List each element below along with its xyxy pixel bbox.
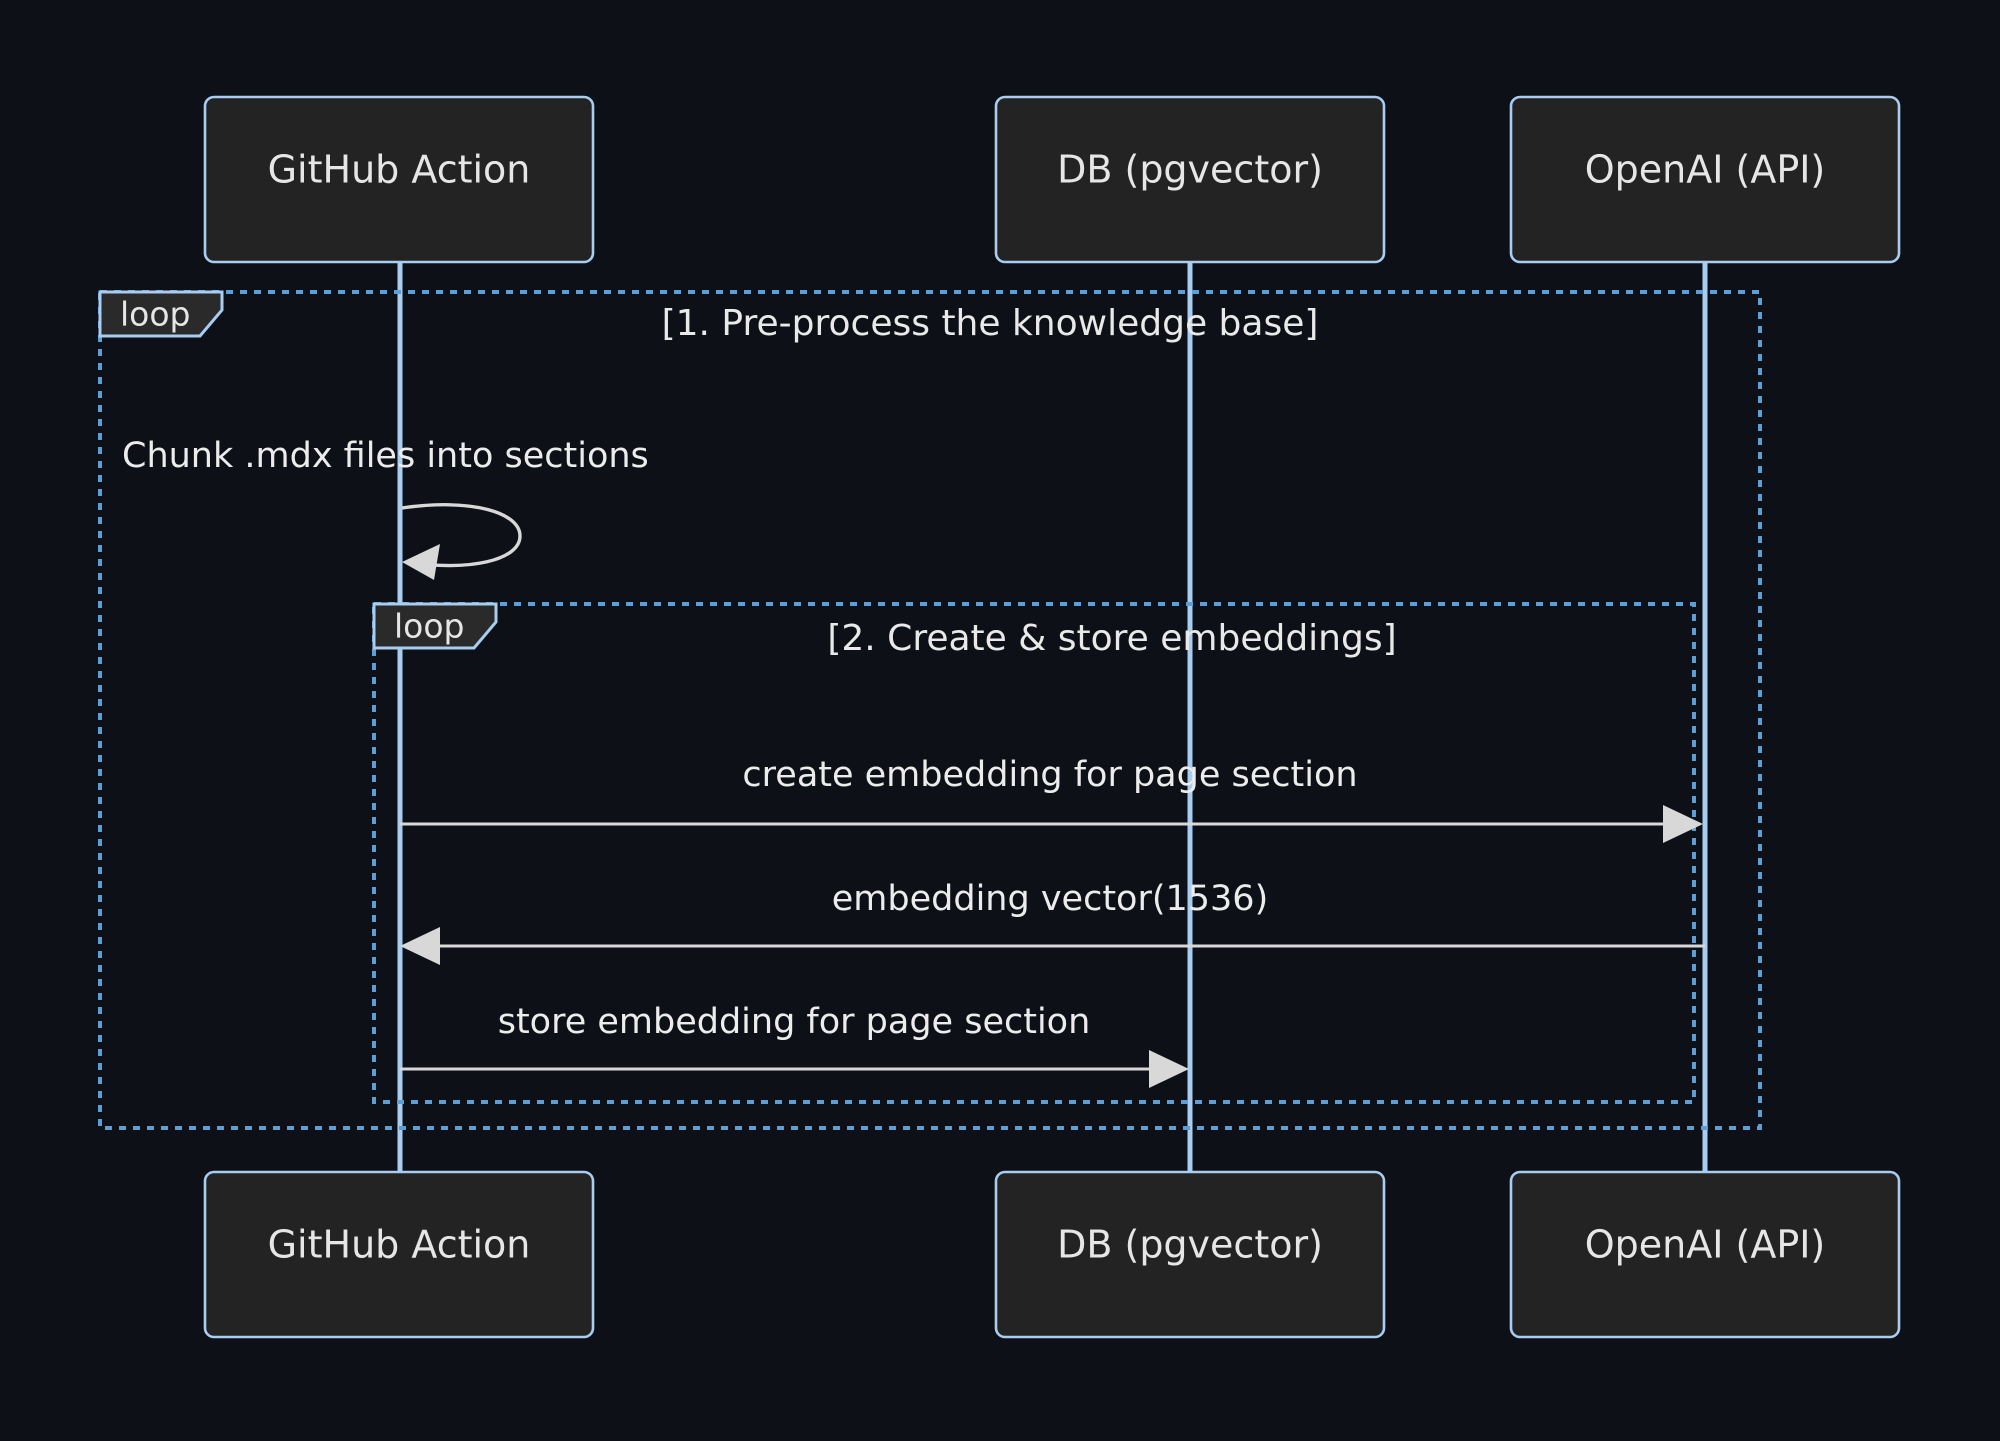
actor-db-top-label: DB (pgvector) xyxy=(1057,148,1323,192)
message-store-embedding: store embedding for page section xyxy=(400,1002,1189,1088)
frame-loop-outer-title: [1. Pre-process the knowledge base] xyxy=(662,303,1319,344)
message-store-embedding-label: store embedding for page section xyxy=(498,1002,1091,1042)
actor-db-top[interactable]: DB (pgvector) xyxy=(994,95,1386,264)
actor-gha-top-label: GitHub Action xyxy=(268,148,531,192)
actor-openai-bottom-box[interactable] xyxy=(1509,1170,1901,1339)
actor-openai-top[interactable]: OpenAI (API) xyxy=(1509,95,1901,264)
frame-loop-outer-tab xyxy=(98,290,224,338)
actor-gha-bottom-box[interactable] xyxy=(203,1170,595,1339)
frame-loop-outer: loop [1. Pre-process the knowledge base] xyxy=(98,290,1762,1130)
message-chunk-mdx-selfloop xyxy=(401,503,522,568)
message-chunk-mdx-label: Chunk .mdx files into sections xyxy=(122,436,649,476)
actor-db-bottom[interactable]: DB (pgvector) xyxy=(994,1170,1386,1339)
lifelines xyxy=(397,260,1708,1180)
frame-loop-inner-tab-label: loop xyxy=(394,607,465,646)
frame-loop-outer-tab-label: loop xyxy=(120,295,191,334)
message-create-embedding-arrowhead xyxy=(1663,805,1703,843)
message-store-embedding-arrowhead xyxy=(1149,1050,1189,1088)
actor-gha-bottom[interactable]: GitHub Action xyxy=(203,1170,595,1339)
frame-loop-inner-tab xyxy=(372,602,498,650)
message-embedding-vector-arrowhead xyxy=(400,927,440,965)
message-embedding-vector-label: embedding vector(1536) xyxy=(832,879,1268,919)
actor-openai-top-label: OpenAI (API) xyxy=(1585,148,1826,192)
message-create-embedding-label: create embedding for page section xyxy=(742,755,1357,795)
actor-db-bottom-label: DB (pgvector) xyxy=(1057,1223,1323,1267)
message-chunk-mdx-arrowhead xyxy=(402,544,440,580)
actor-openai-bottom[interactable]: OpenAI (API) xyxy=(1509,1170,1901,1339)
frame-loop-outer-border xyxy=(98,290,1762,1130)
actor-gha-bottom-label: GitHub Action xyxy=(268,1223,531,1267)
frame-loop-inner-border xyxy=(372,602,1696,1104)
actor-openai-top-box[interactable] xyxy=(1509,95,1901,264)
message-embedding-vector: embedding vector(1536) xyxy=(400,879,1705,965)
message-create-embedding: create embedding for page section xyxy=(400,755,1703,843)
frame-loop-inner-title: [2. Create & store embeddings] xyxy=(827,618,1396,659)
frame-loop-inner: loop [2. Create & store embeddings] xyxy=(372,602,1696,1104)
actor-gha-top-box[interactable] xyxy=(203,95,595,264)
message-chunk-mdx: Chunk .mdx files into sections xyxy=(122,436,649,580)
actor-db-top-box[interactable] xyxy=(994,95,1386,264)
actor-gha-top[interactable]: GitHub Action xyxy=(203,95,595,264)
actor-openai-bottom-label: OpenAI (API) xyxy=(1585,1223,1826,1267)
actor-db-bottom-box[interactable] xyxy=(994,1170,1386,1339)
